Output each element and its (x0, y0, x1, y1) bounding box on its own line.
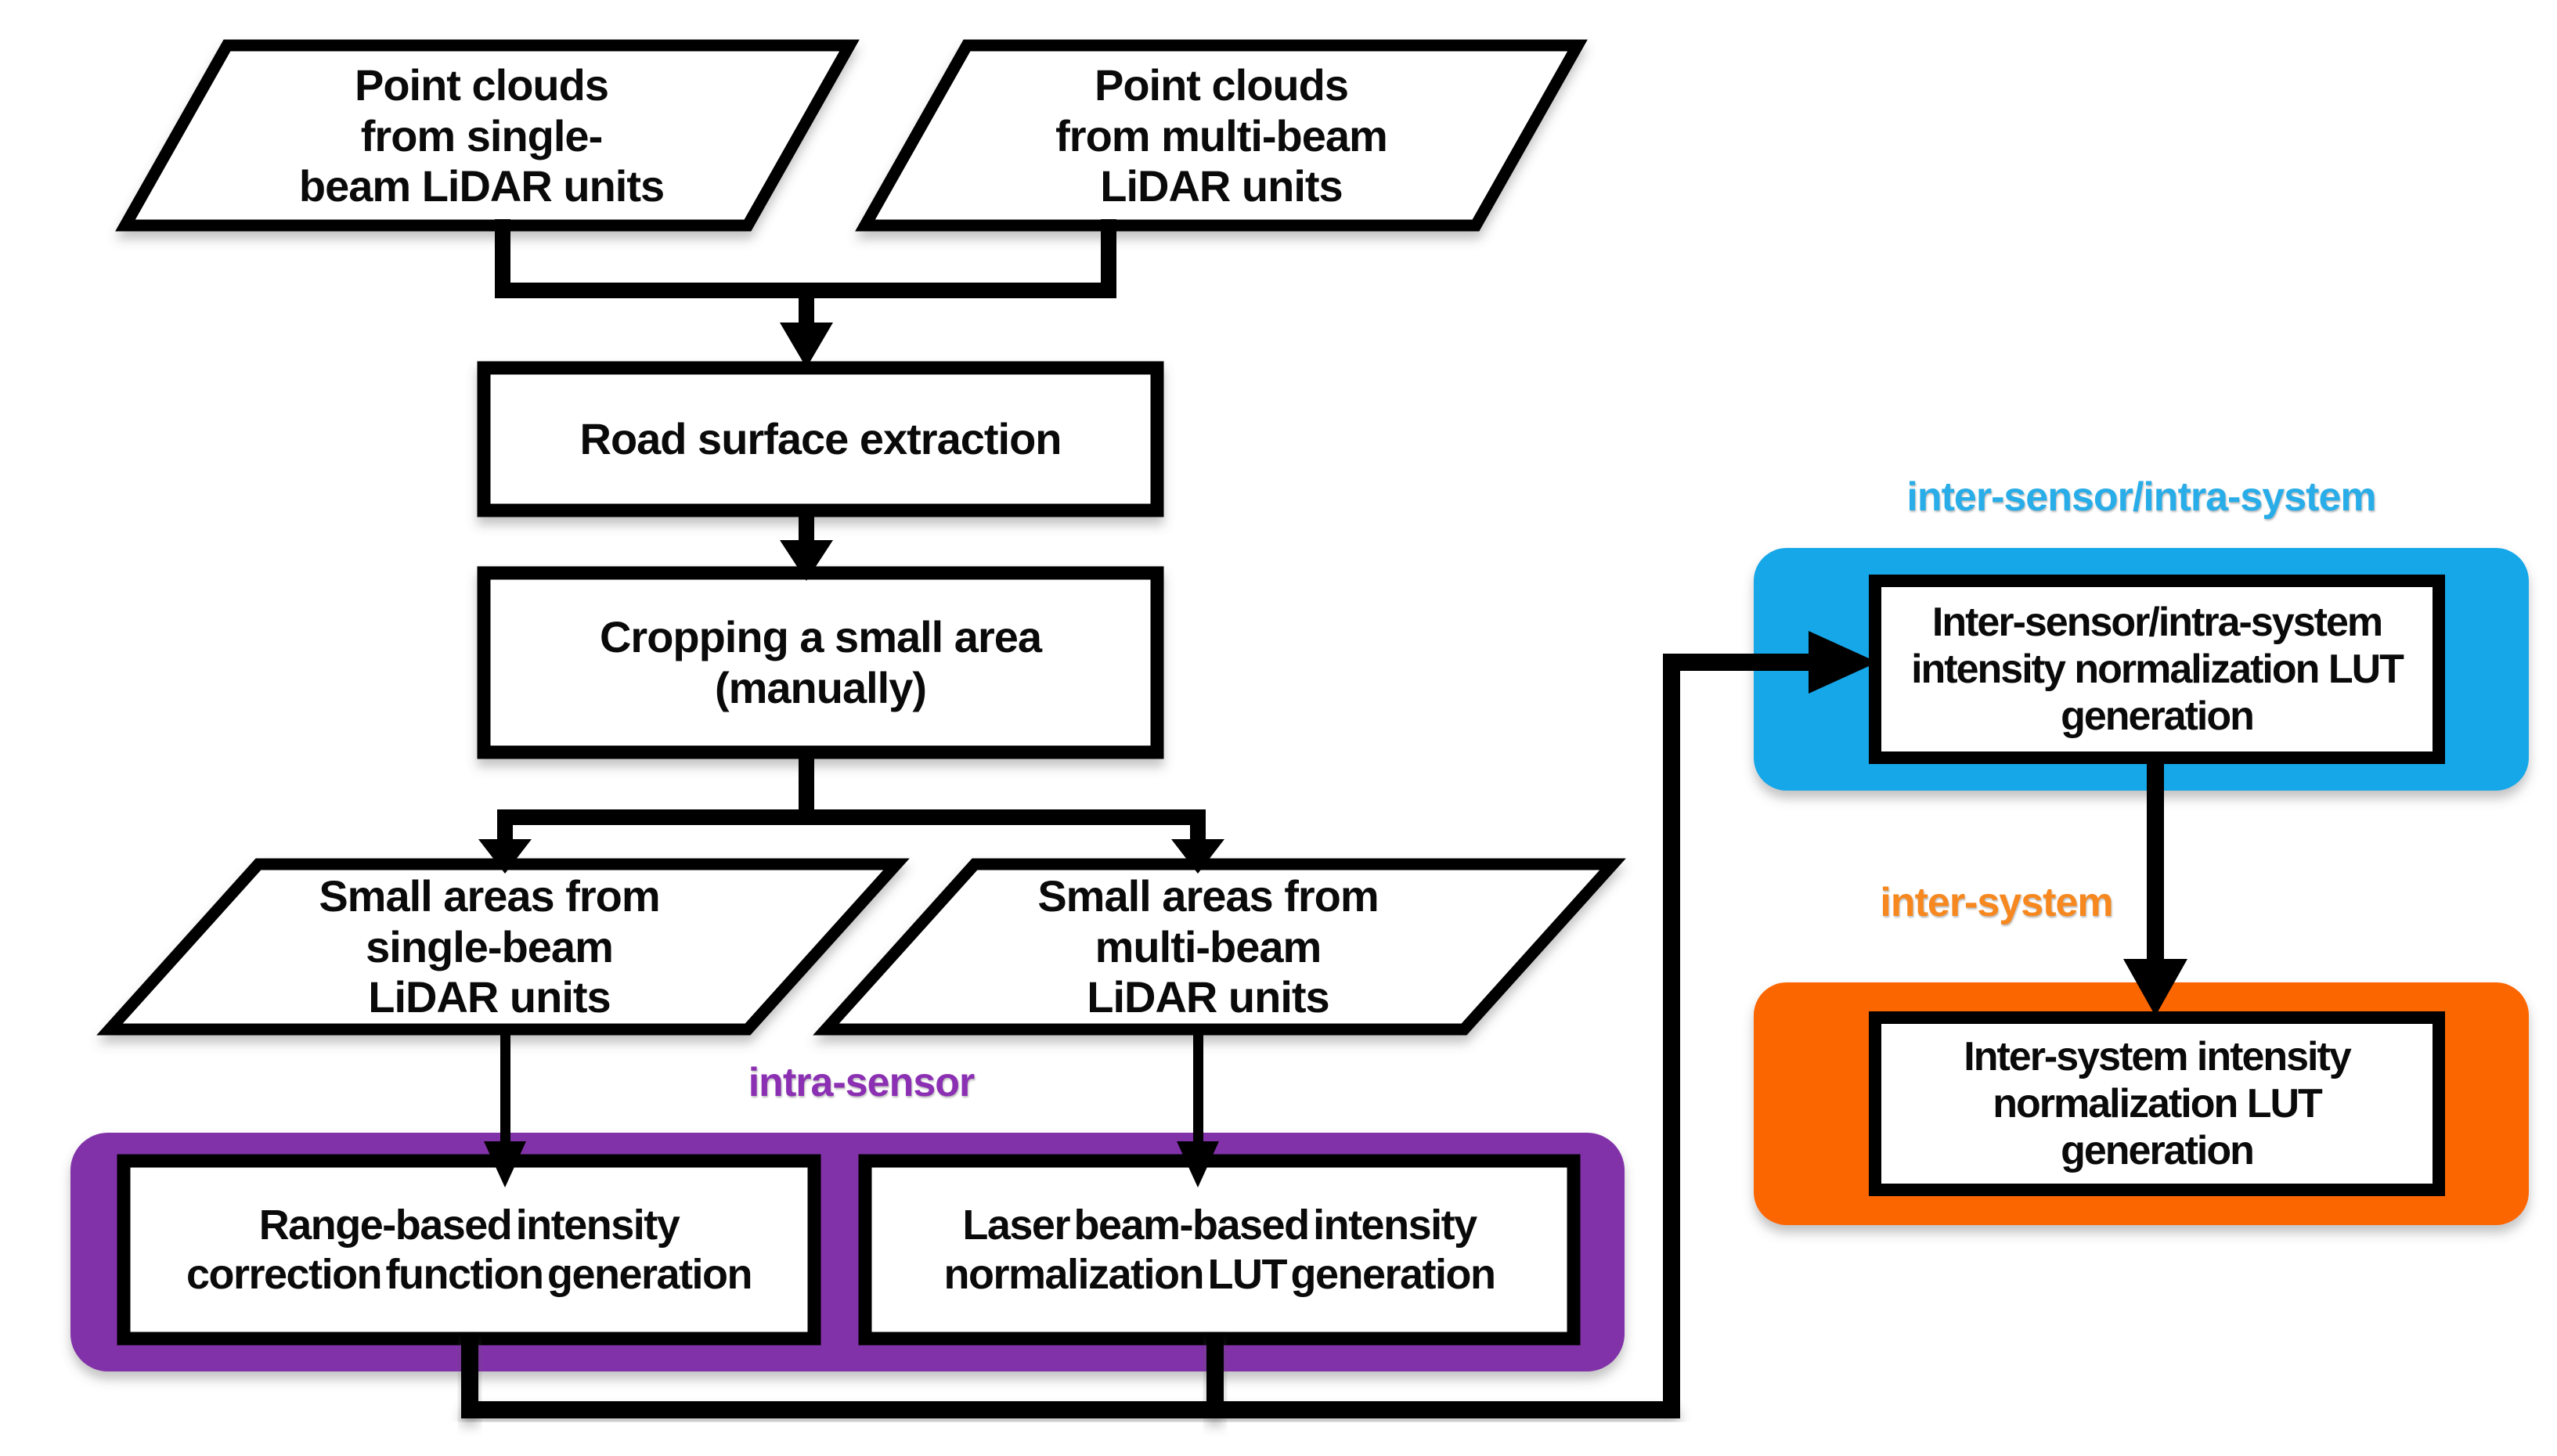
arrow-split-right-head (1171, 839, 1224, 874)
arrow-blue-to-orange-head (2123, 959, 2187, 1016)
road-surface-extraction-box (477, 361, 1164, 517)
arrow-split-right-stem (1190, 822, 1206, 844)
inter-system-lut-box (1869, 1011, 2445, 1196)
connector-range-exit (461, 1332, 478, 1418)
parallelogram-point-clouds-multi (855, 39, 1588, 232)
connector-router-top-horizontal (1663, 654, 1812, 671)
arrow-single-to-range-stem (500, 1028, 510, 1147)
arrow-split-left-head (478, 839, 532, 874)
arrow-to-road-head (780, 323, 833, 368)
arrow-split-left-stem (497, 822, 513, 844)
arrow-single-to-range-head (484, 1141, 526, 1188)
arrow-multi-to-laser-stem (1193, 1028, 1203, 1147)
cropping-box (477, 566, 1164, 759)
inter-sensor-lut-box (1869, 575, 2445, 764)
connector-split-horizontal (497, 809, 1206, 825)
arrow-road-to-crop-stem (799, 509, 814, 546)
arrow-to-road-stem (799, 290, 814, 328)
connector-bottom-horizontal (461, 1401, 1680, 1418)
parallelogram-small-areas-multi (813, 858, 1626, 1036)
arrow-road-to-crop-head (780, 540, 833, 581)
connector-crop-down (799, 751, 814, 825)
connector-router-vertical (1663, 654, 1680, 1418)
connector-laser-exit (1206, 1332, 1224, 1418)
connector-multi-down (1101, 219, 1116, 298)
arrow-blue-to-orange-stem (2147, 756, 2164, 964)
connector-single-down (495, 219, 510, 298)
range-based-box (117, 1154, 821, 1346)
laser-beam-based-box (858, 1154, 1581, 1346)
parallelogram-small-areas-single (96, 858, 910, 1036)
arrow-multi-to-laser-head (1177, 1141, 1219, 1188)
connector-lines (461, 219, 2187, 1418)
parallelogram-point-clouds-single (115, 39, 860, 232)
arrow-into-inter-sensor-head (1809, 631, 1877, 694)
